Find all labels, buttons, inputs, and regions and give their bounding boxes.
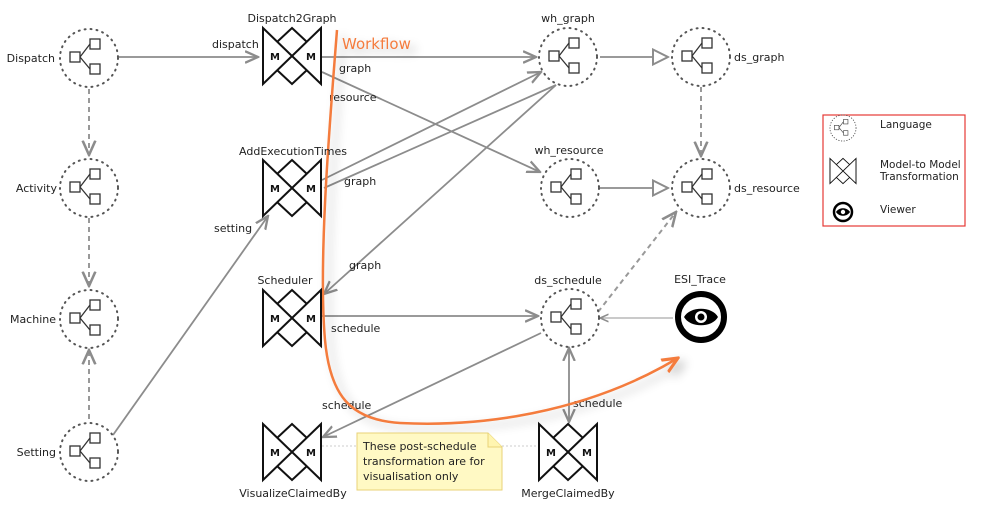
language-icon [671, 158, 731, 218]
language-node-wh-graph[interactable]: wh_graph [538, 12, 598, 87]
edge-setting-addexec[interactable] [112, 216, 268, 436]
legend-label-transformation-2: Transformation [879, 171, 959, 183]
edge-dispatch2graph-wh-resource[interactable] [321, 71, 540, 172]
note-line-2: transformation are for [363, 455, 485, 468]
node-label: ds_schedule [534, 274, 602, 287]
node-label: wh_resource [534, 144, 603, 157]
language-node-setting[interactable]: Setting [17, 422, 119, 482]
m-glyph-right: M [306, 314, 316, 325]
edge-label-resource: resource [329, 91, 377, 104]
node-label: MergeClaimedBy [521, 487, 615, 500]
transformation-node-visualizeclaimedby[interactable]: M M VisualizeClaimedBy [239, 423, 347, 500]
viewer-icon [675, 291, 727, 343]
language-icon [671, 27, 731, 87]
node-label: AddExecutionTimes [239, 145, 347, 158]
m-glyph-left: M [270, 184, 280, 195]
m-glyph-left: M [270, 314, 280, 325]
m-glyph-right: M [306, 184, 316, 195]
node-label: Dispatch [7, 52, 55, 65]
edge-ds-schedule-visualize[interactable] [323, 332, 542, 437]
language-node-activity[interactable]: Activity [16, 158, 119, 218]
edge-label-setting: setting [214, 222, 252, 235]
legend-label-language: Language [880, 119, 932, 131]
edge-label-schedule-3: schedule [573, 397, 623, 410]
edge-wh-graph-addexec[interactable] [323, 84, 557, 189]
language-icon [59, 289, 119, 349]
language-icon [59, 158, 119, 218]
workflow-label: Workflow [342, 35, 411, 53]
legend-label-viewer: Viewer [880, 204, 916, 216]
note-line-1: These post-schedule [362, 440, 477, 453]
language-node-dispatch[interactable]: Dispatch [7, 28, 119, 88]
node-label: Scheduler [257, 274, 313, 287]
m-glyph-left: M [270, 52, 280, 63]
language-node-wh-resource[interactable]: wh_resource [534, 144, 604, 218]
node-label: ESI_Trace [674, 273, 726, 286]
note[interactable]: These post-schedule transformation are f… [356, 432, 503, 491]
language-icon [540, 288, 600, 348]
viewer-icon [832, 201, 854, 223]
m-glyph-right: M [306, 52, 316, 63]
m-glyph-left: M [546, 448, 556, 459]
node-label: Activity [16, 182, 58, 195]
language-icon [59, 422, 119, 482]
edge-label-graph-3: graph [349, 259, 381, 272]
legend-item-transformation: Model-to Model Transformation [829, 157, 961, 185]
transformation-node-scheduler[interactable]: M M Scheduler [257, 274, 322, 347]
language-node-ds-resource[interactable]: ds_resource [671, 158, 800, 218]
note-line-3: visualisation only [363, 470, 459, 483]
node-label: Setting [17, 446, 56, 459]
m-glyph-right: M [306, 448, 316, 459]
legend-item-language: Language [829, 114, 932, 142]
edge-label-graph-1: graph [339, 62, 371, 75]
edge-ds-schedule-ds-resource[interactable] [597, 212, 676, 313]
legend: Language Model-to Model Transformation V… [822, 114, 966, 227]
node-label: ds_resource [734, 182, 800, 195]
language-icon [540, 158, 600, 218]
edge-label-dispatch: dispatch [212, 38, 259, 51]
edge-label-schedule-2: schedule [322, 399, 372, 412]
edge-labels: dispatch graph resource graph setting gr… [212, 38, 623, 412]
language-node-ds-graph[interactable]: ds_graph [671, 27, 784, 87]
viewer-node-esi-trace[interactable]: ESI_Trace [674, 273, 727, 343]
edge-addexec-wh-graph[interactable] [321, 72, 541, 181]
language-icon [59, 28, 119, 88]
legend-item-viewer: Viewer [832, 201, 916, 223]
transformation-node-mergeclaimedby[interactable]: M M MergeClaimedBy [521, 423, 615, 500]
workflow-annotation: Workflow [321, 29, 678, 425]
edge-label-schedule-1: schedule [331, 322, 381, 335]
node-label: Dispatch2Graph [247, 12, 336, 25]
transformation-node-dispatch2graph[interactable]: M M Dispatch2Graph [247, 12, 337, 85]
language-node-machine[interactable]: Machine [10, 289, 119, 349]
m-glyph-left: M [270, 448, 280, 459]
edge-label-graph-2: graph [344, 175, 376, 188]
node-label: wh_graph [541, 12, 595, 25]
edges [89, 57, 701, 447]
transformation-node-addexecutiontimes[interactable]: M M AddExecutionTimes [239, 145, 347, 217]
m-glyph-right: M [582, 448, 592, 459]
language-icon [538, 27, 598, 87]
legend-label-transformation-1: Model-to Model [880, 159, 961, 171]
node-label: VisualizeClaimedBy [239, 487, 347, 500]
language-node-ds-schedule[interactable]: ds_schedule [534, 274, 602, 348]
node-label: Machine [10, 313, 56, 326]
workflow-curve [321, 29, 678, 425]
node-label: ds_graph [734, 51, 784, 64]
edge-wh-graph-scheduler[interactable] [324, 84, 557, 294]
